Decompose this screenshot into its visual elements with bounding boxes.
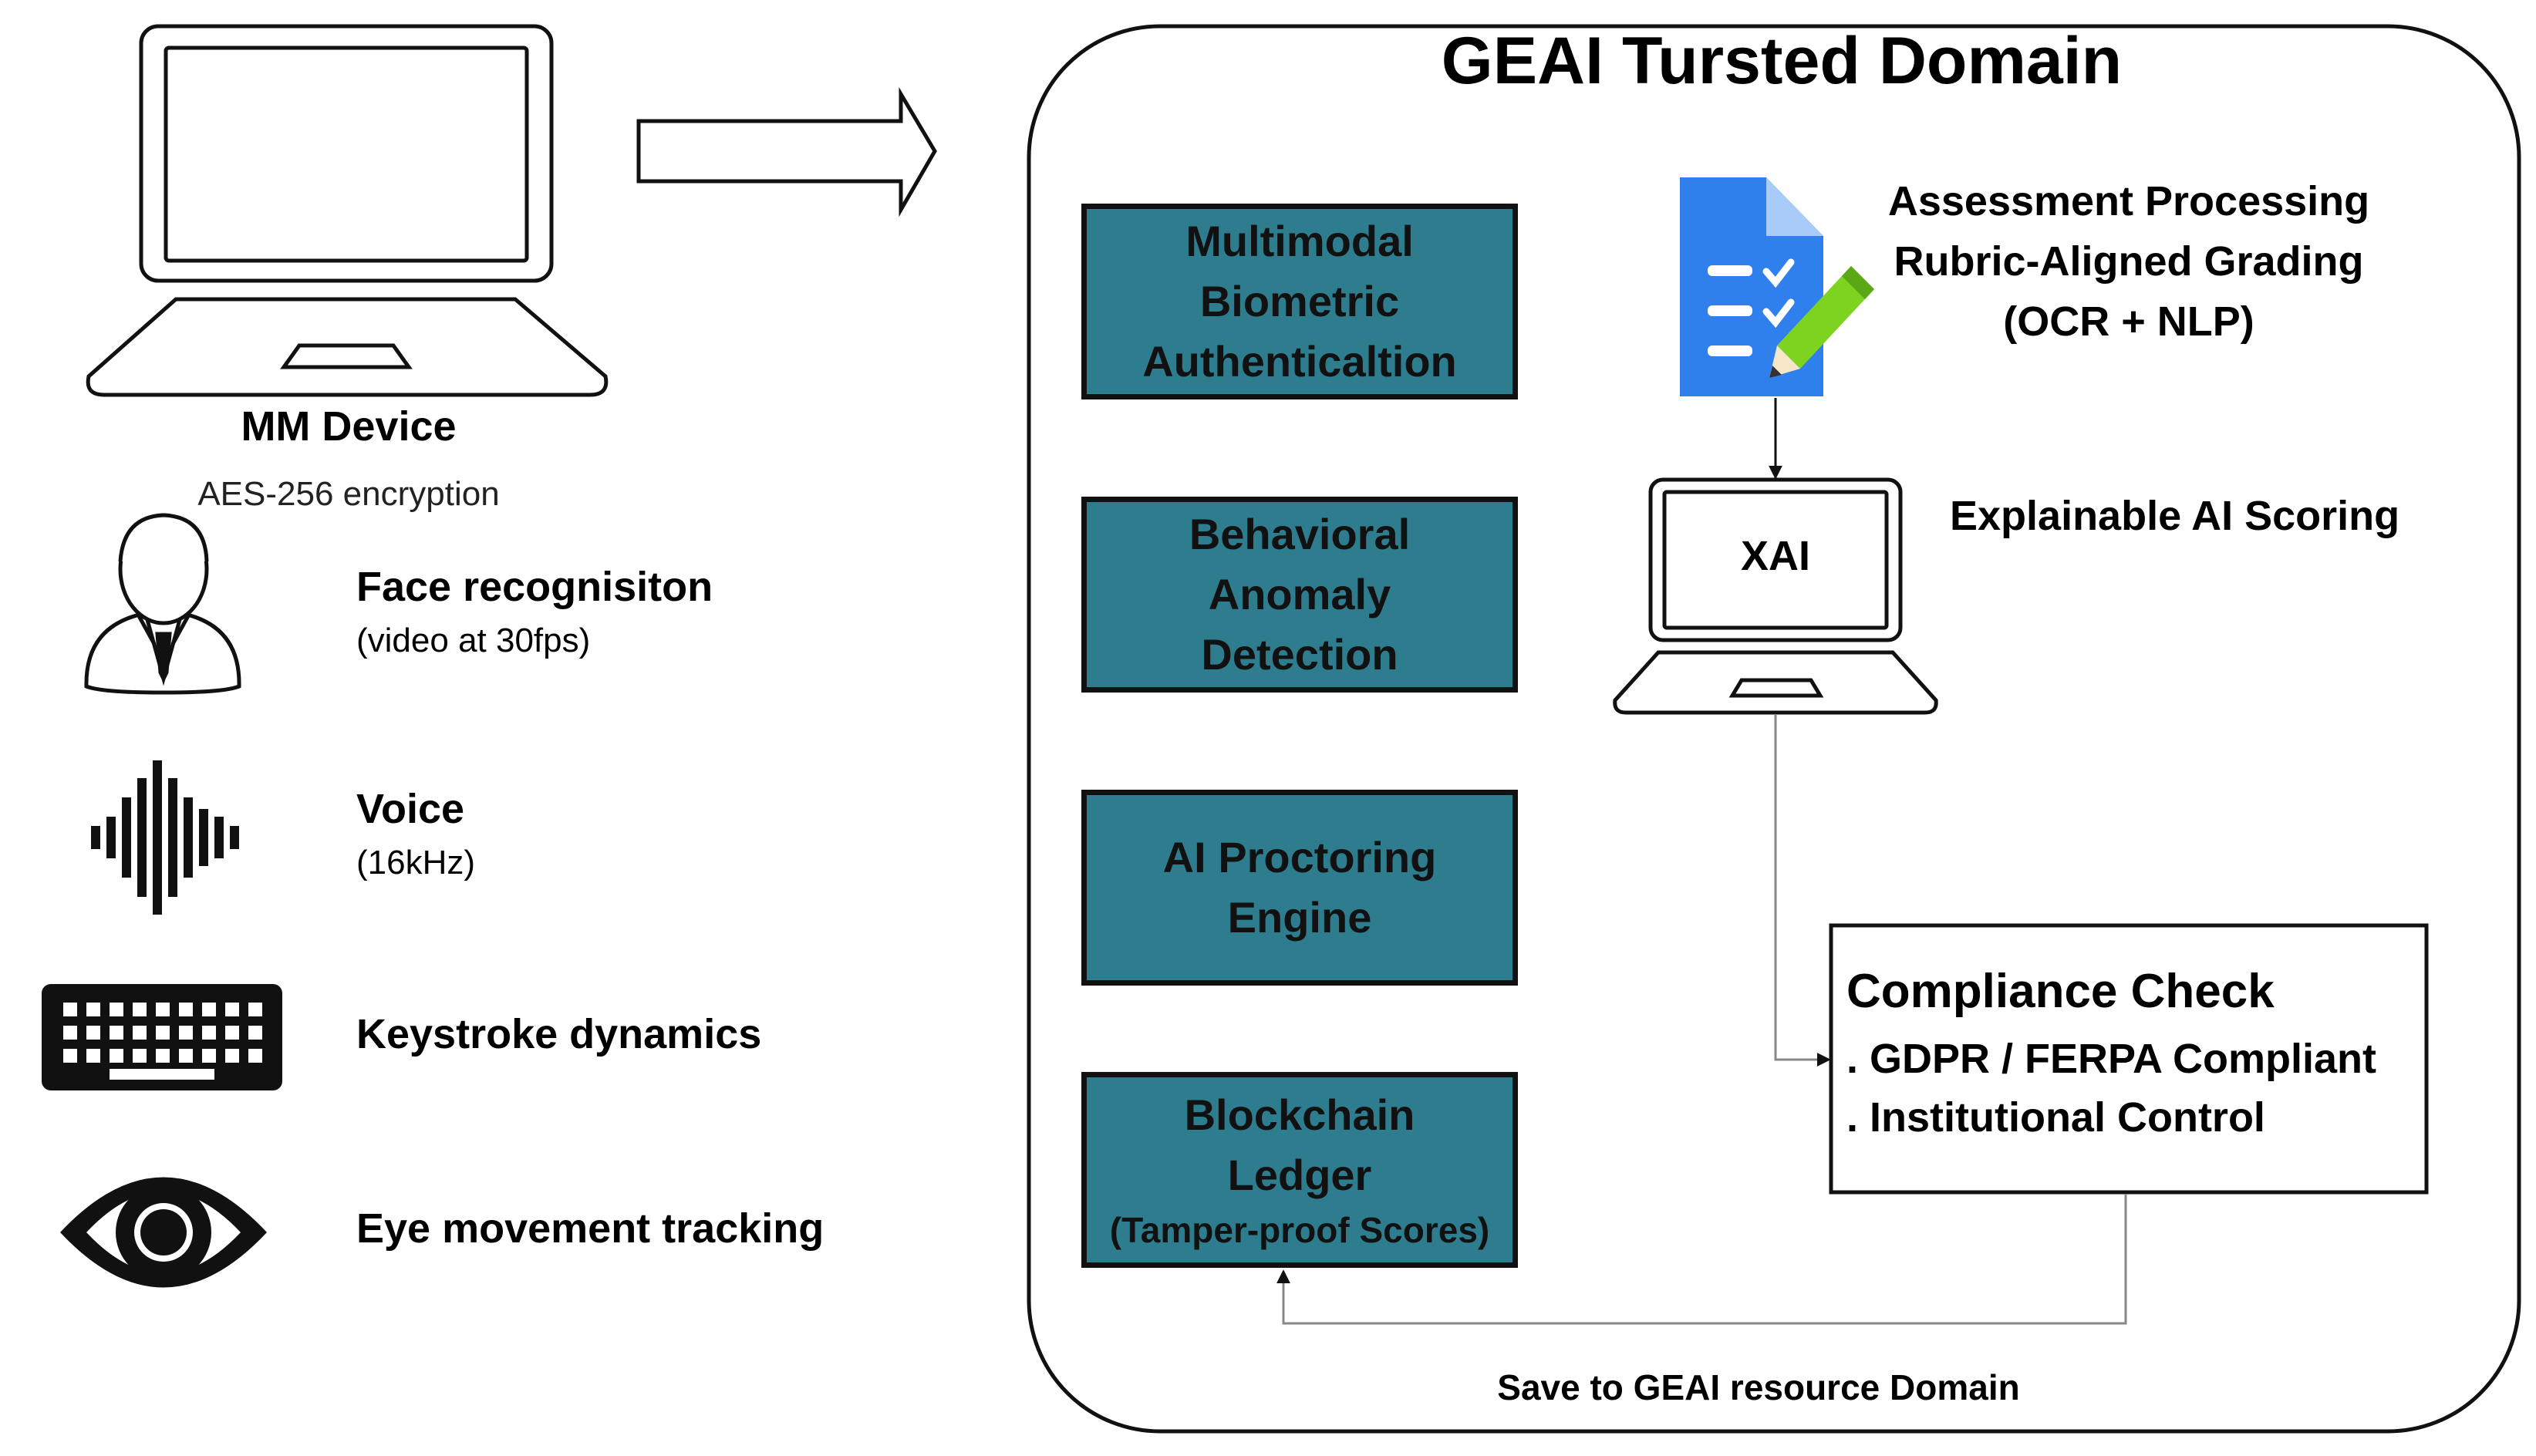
laptop-icon [86, 24, 609, 397]
input-title-face: Face recognisiton [356, 564, 713, 610]
connector-compliance-to-ledger [1276, 1194, 2127, 1325]
trusted-domain-frame [1027, 24, 2521, 1434]
module-line: Detection [1201, 630, 1398, 679]
domain-footer: Save to GEAI resource Domain [1497, 1367, 2020, 1407]
module-line: Authenticaltion [1142, 337, 1457, 386]
pencil-icon [1769, 266, 1874, 378]
input-title-voice: Voice [356, 786, 465, 832]
flow-arrow-icon [636, 86, 937, 217]
waveform-icon [91, 760, 239, 915]
device-label: MM Device [241, 403, 457, 450]
module-line: Multimodal [1185, 217, 1414, 265]
assessment-line: Assessment Processing [1887, 178, 2370, 224]
module-line: Engine [1227, 893, 1372, 942]
compliance-box [1829, 923, 2429, 1195]
compliance-item: . Institutional Control [1846, 1094, 2265, 1141]
encryption-label: AES-256 encryption [197, 475, 500, 513]
input-title-eye: Eye movement tracking [356, 1205, 825, 1252]
eye-icon [60, 1177, 267, 1288]
domain-title: GEAI Tursted Domain [1441, 24, 2123, 98]
module-biometric-auth: Multimodal Biometric Authenticaltion [1081, 204, 1518, 399]
module-proctoring-engine: AI Proctoring Engine [1081, 790, 1518, 986]
module-line: Anomaly [1208, 570, 1391, 618]
module-line: Biometric [1199, 277, 1400, 325]
module-line: AI Proctoring [1162, 833, 1437, 881]
compliance-item: . GDPR / FERPA Compliant [1846, 1036, 2377, 1082]
xai-caption: Explainable AI Scoring [1950, 493, 2400, 539]
input-detail-voice: (16kHz) [356, 844, 476, 881]
module-line: Blockchain [1184, 1090, 1415, 1139]
compliance-title: Compliance Check [1846, 965, 2275, 1018]
input-title-keystroke: Keystroke dynamics [356, 1011, 762, 1057]
input-detail-face: (video at 30fps) [356, 622, 591, 659]
connector-xai-to-compliance [1774, 714, 1831, 1067]
module-anomaly-detection: Behavioral Anomaly Detection [1081, 497, 1518, 693]
module-note: (Tamper-proof Scores) [1109, 1210, 1490, 1250]
person-icon [84, 513, 241, 695]
assessment-processing-label: Assessment Processing Rubric-Aligned Gra… [1836, 171, 2422, 352]
xai-screen-label: XAI [1740, 533, 1811, 579]
module-line: Behavioral [1189, 510, 1411, 558]
keyboard-icon [42, 984, 282, 1090]
module-blockchain-ledger: Blockchain Ledger (Tamper-proof Scores) [1081, 1072, 1518, 1268]
assessment-line: Rubric-Aligned Grading [1894, 238, 2364, 285]
xai-laptop-icon [1613, 477, 1938, 715]
module-line: Ledger [1227, 1151, 1372, 1199]
assessment-line: (OCR + NLP) [2003, 298, 2254, 345]
